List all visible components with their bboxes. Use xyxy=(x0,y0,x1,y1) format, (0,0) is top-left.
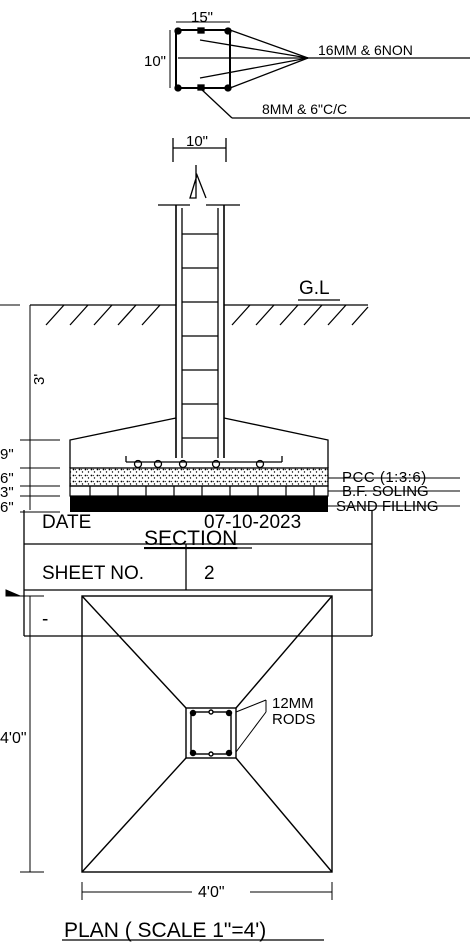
section-title: SECTION xyxy=(144,527,237,550)
sand-label: SAND FILLING xyxy=(336,498,439,515)
stirrups-label: 8MM & 6"C/C xyxy=(262,101,347,117)
rods-label-1: 12MM xyxy=(272,695,314,712)
plan-title: PLAN ( SCALE 1"=4') xyxy=(64,919,266,942)
soling-thickness-label: 3" xyxy=(0,484,14,501)
column-cross-section xyxy=(169,21,470,119)
pcc-layer xyxy=(69,467,329,487)
section-drawing xyxy=(0,138,369,510)
sand-thickness-label: 6" xyxy=(0,499,14,516)
sheet-value: 2 xyxy=(204,563,215,584)
date-label: DATE xyxy=(42,512,91,533)
depth-label: 3' xyxy=(31,374,48,385)
soling-label: B.F. SOLING xyxy=(342,483,429,500)
date-value: 07-10-2023 xyxy=(204,512,301,533)
sand-filling-layer xyxy=(70,496,328,512)
plan-drawing xyxy=(5,589,333,941)
footing-thickness-label: 9" xyxy=(0,446,14,463)
extra-label: - xyxy=(42,609,48,630)
section-column-width-label: 10" xyxy=(186,133,208,150)
sheet-label: SHEET NO. xyxy=(42,563,144,584)
column-width-label: 15" xyxy=(191,9,213,26)
rods-label-2: RODS xyxy=(272,711,315,728)
plan-vertical-size-label: 4'0" xyxy=(0,730,27,747)
main-bars-label: 16MM & 6NON xyxy=(318,42,413,58)
column-height-label: 10" xyxy=(144,53,166,70)
pcc-thickness-label: 6" xyxy=(0,470,14,487)
ground-level-label: G.L xyxy=(299,278,330,299)
soling-layer xyxy=(69,485,329,497)
plan-horizontal-size-label: 4'0" xyxy=(198,884,225,901)
pcc-label: PCC (1:3:6) xyxy=(342,469,427,486)
title-block xyxy=(23,510,373,637)
layer-dimension-ticks xyxy=(20,439,460,513)
